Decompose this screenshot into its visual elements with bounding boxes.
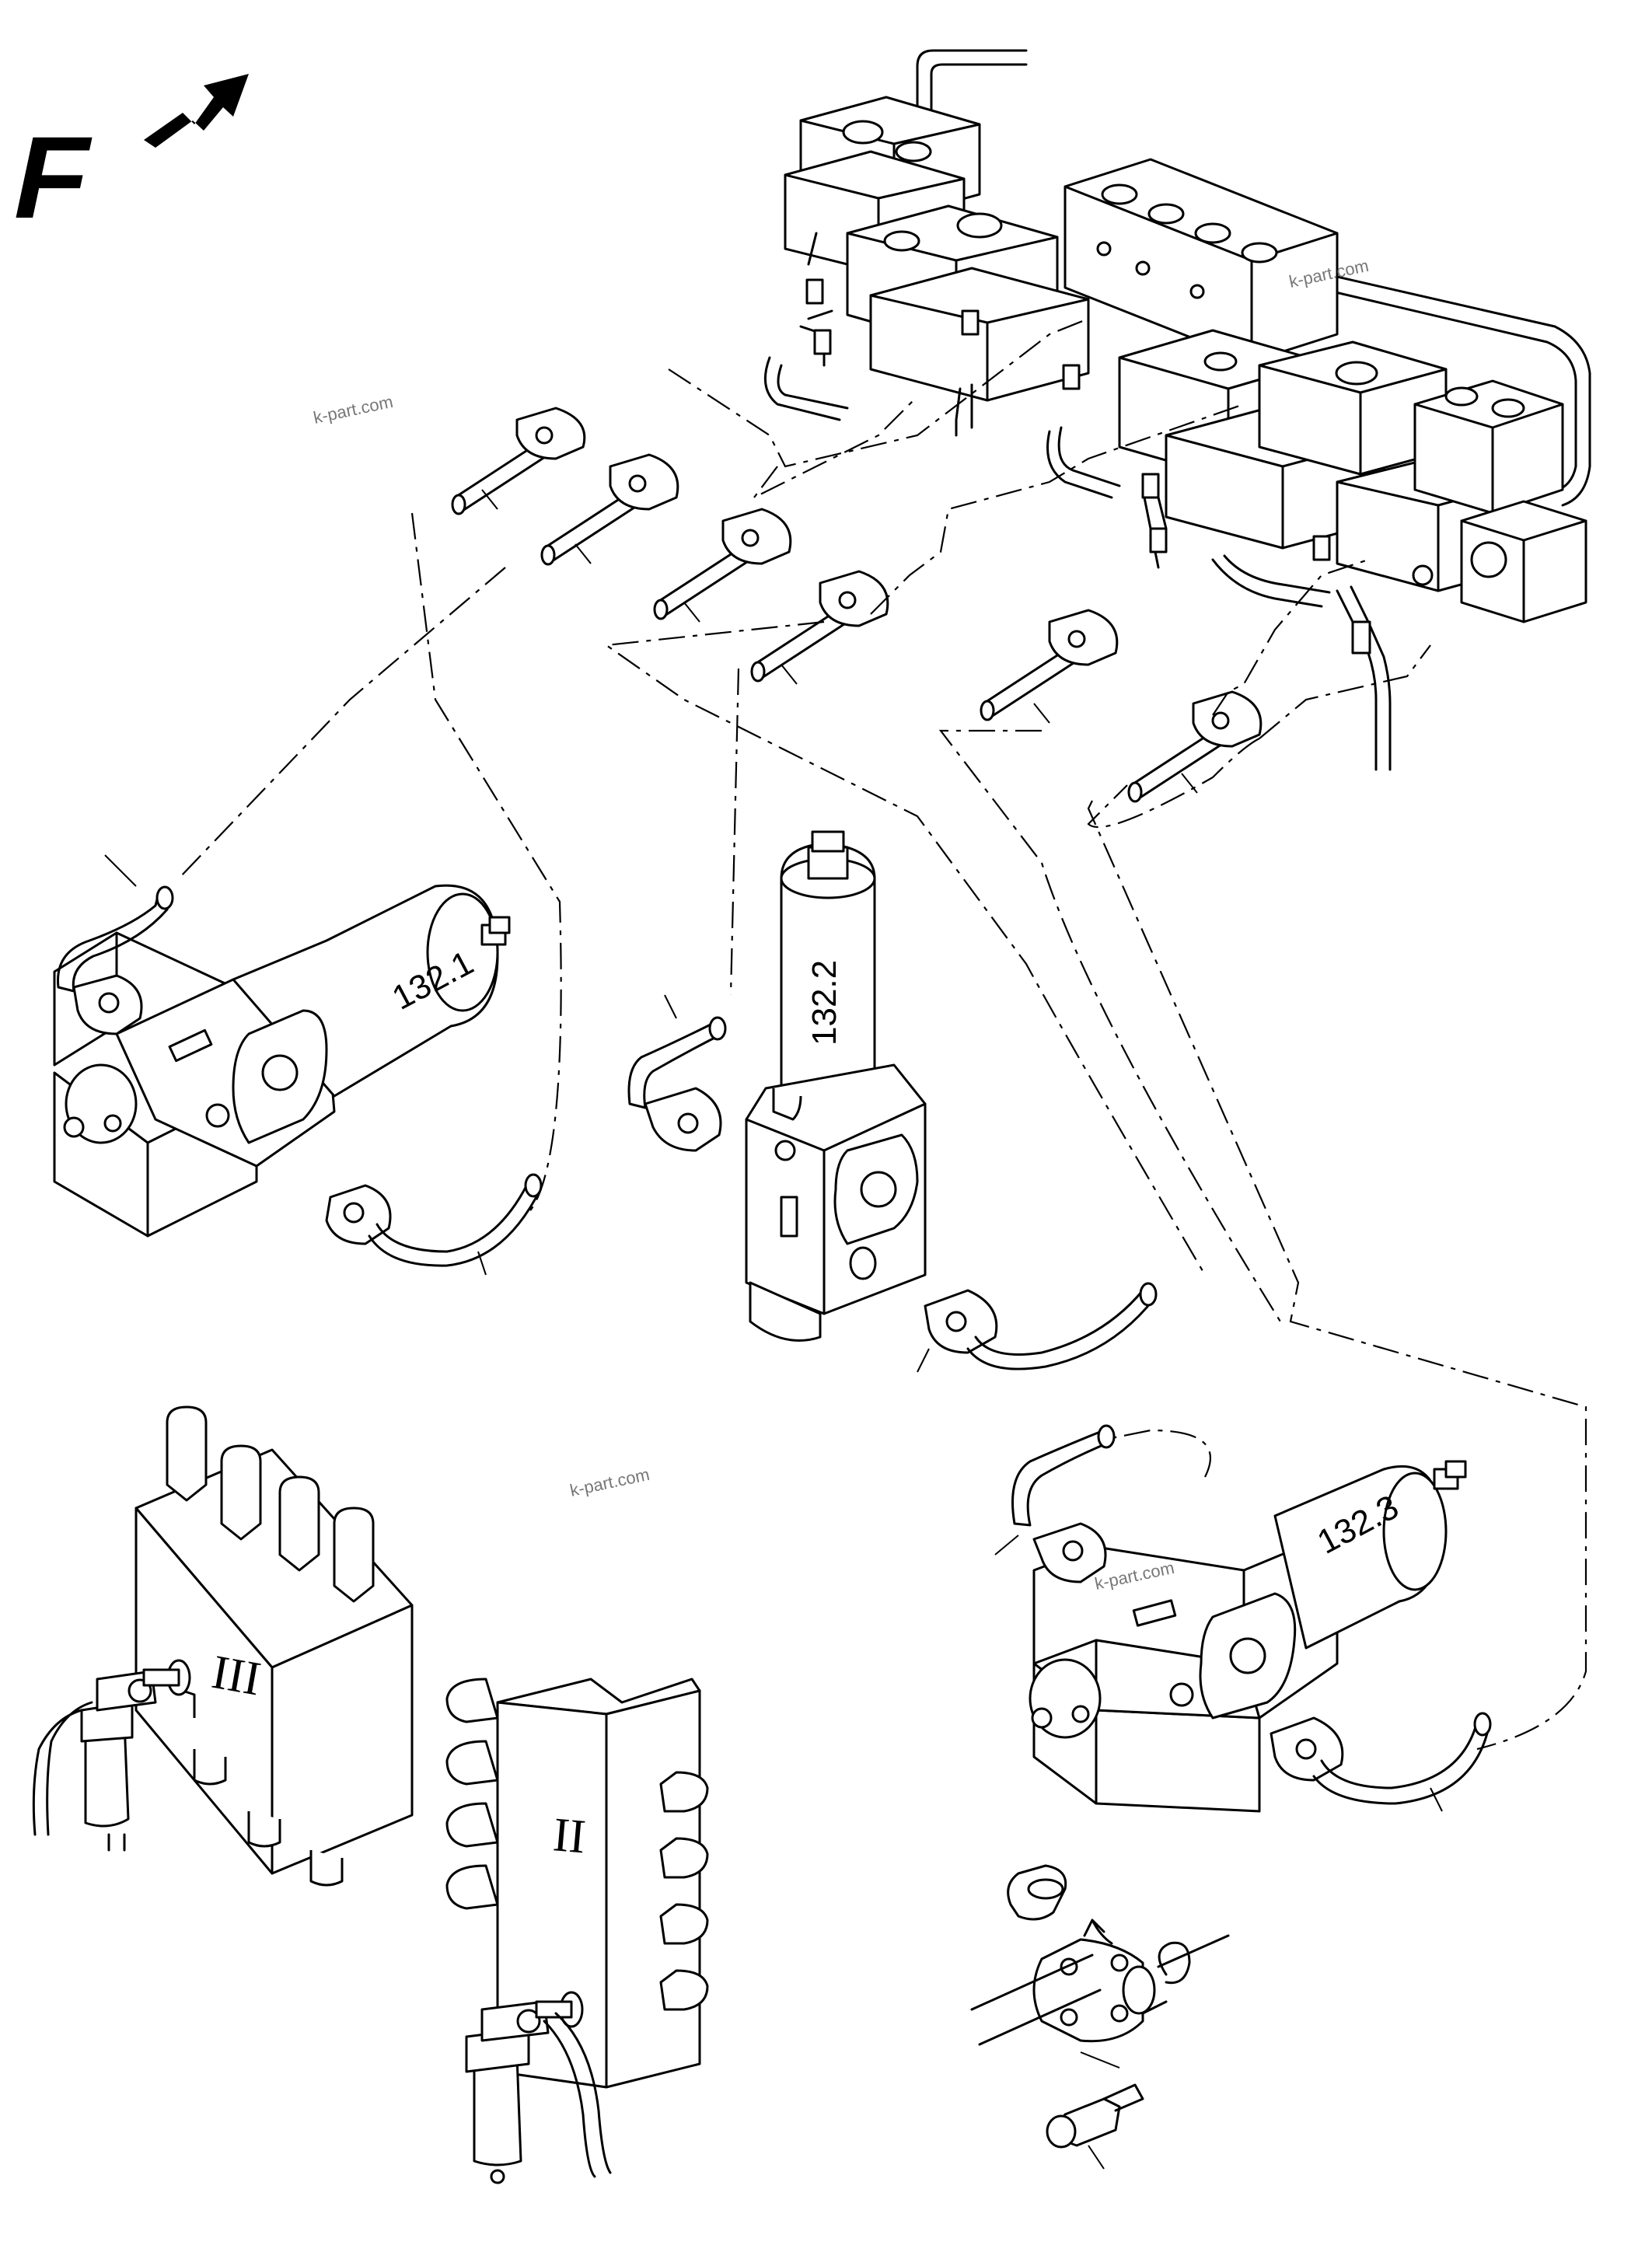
manifold-iii: III: [32, 1405, 414, 1887]
straight-pipe: [1127, 690, 1263, 803]
watermark: k-part.com: [568, 1465, 651, 1500]
control-valve-block: [763, 49, 1591, 771]
bent-pipe: [917, 1282, 1158, 1373]
pump-label: 132.2: [805, 960, 843, 1046]
straight-pipe: [980, 609, 1119, 724]
manifold-label: II: [551, 1808, 588, 1863]
assembly-dashed-lines: [178, 317, 1587, 1751]
watermark: k-part.com: [312, 392, 395, 428]
manifold-ii: II: [445, 1678, 709, 2184]
side-port-plugs: [445, 1678, 499, 1910]
pipe-group: [451, 407, 1263, 803]
direction-letter: F: [3, 113, 102, 243]
pump-132-2: 132.2: [745, 830, 927, 1342]
front-valves: [659, 1771, 709, 2011]
bent-pipe: [994, 1424, 1116, 1583]
filter-assembly: [32, 1659, 191, 1852]
bent-pipe: [1270, 1712, 1492, 1812]
straight-pipe: [750, 570, 889, 685]
pump-132-1: 132.1: [53, 884, 511, 1238]
bent-pipe: [57, 854, 174, 1035]
straight-pipe: [451, 407, 586, 515]
forward-arrow-icon: [144, 74, 249, 148]
straight-pipe: [653, 508, 792, 623]
manifold-label: III: [208, 1646, 265, 1706]
straight-pipe: [540, 453, 679, 566]
cartridge-valve: [166, 1405, 375, 1603]
filter-assembly: [465, 1991, 612, 2184]
direction-marker: F: [3, 74, 249, 243]
bent-pipe: [325, 1173, 543, 1276]
bent-pipe: [627, 994, 727, 1152]
flange-detail: [970, 1864, 1230, 2170]
pump-132-3: 132.3: [1029, 1460, 1467, 1813]
